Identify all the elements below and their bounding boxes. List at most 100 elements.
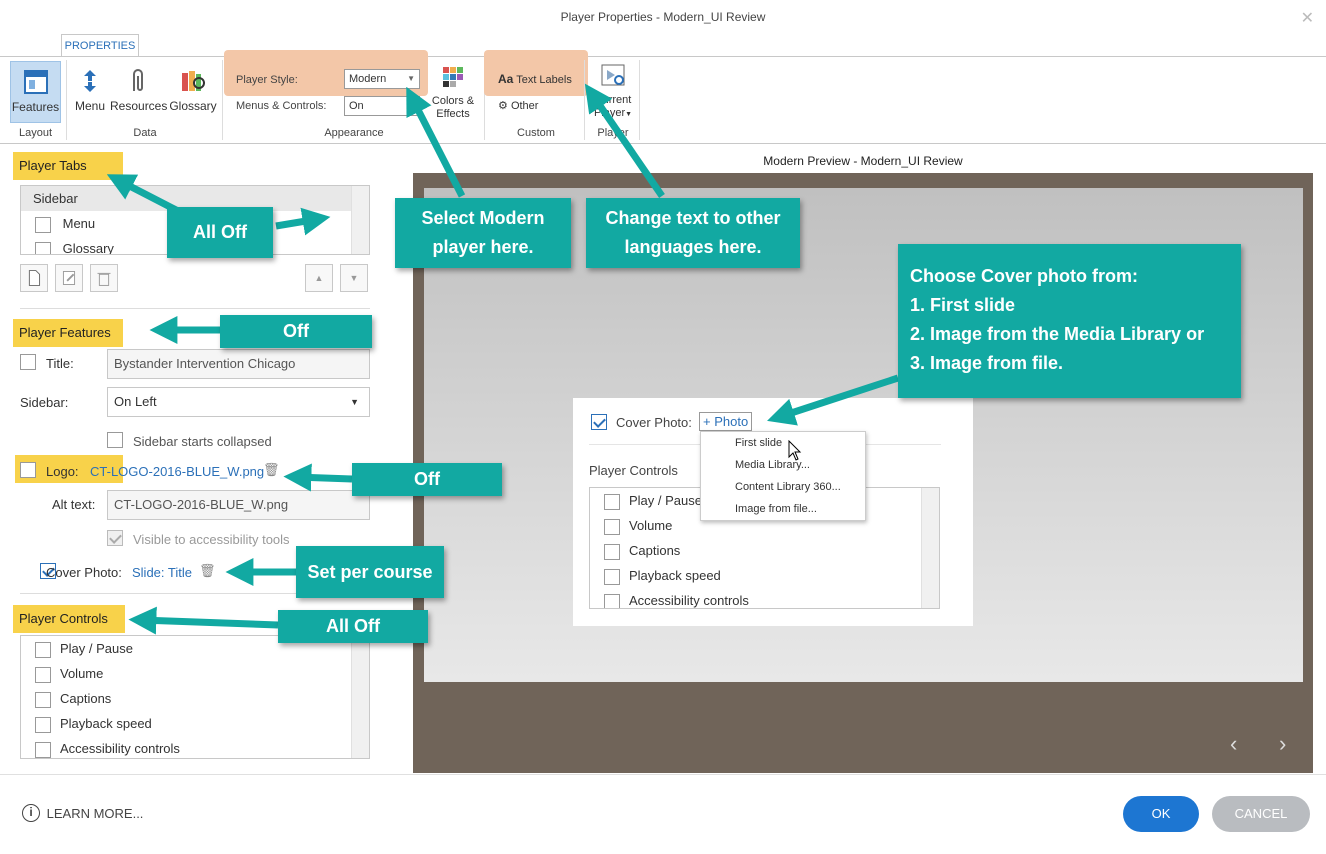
player-tabs-heading: Player Tabs (13, 152, 123, 180)
title-field[interactable]: Bystander Intervention Chicago (107, 349, 370, 379)
group-label-appearance: Appearance (324, 127, 384, 139)
other-button[interactable]: ⚙ Other (498, 99, 538, 112)
menus-controls-select[interactable]: On (344, 96, 420, 116)
sidebar-collapsed-checkbox[interactable] (107, 432, 123, 448)
features-label: Features (11, 100, 60, 114)
list-item[interactable]: Play / Pause (590, 488, 939, 513)
window-title: Player Properties - Modern_UI Review (560, 10, 766, 24)
divider (20, 308, 370, 309)
colors-effects-label: Colors & (431, 95, 475, 107)
list-item[interactable]: Playback speed (21, 711, 369, 736)
ribbon (0, 56, 1326, 144)
title-checkbox[interactable] (20, 354, 36, 370)
callout-cover-line-1: Choose Cover photo from: (910, 266, 1138, 286)
group-label-layout: Layout (18, 127, 53, 139)
close-icon[interactable]: ✕ (1300, 10, 1314, 27)
checkbox[interactable] (35, 741, 51, 758)
list-item[interactable]: Accessibility controls (590, 588, 939, 608)
checkbox[interactable] (35, 716, 51, 733)
features-button[interactable]: Features (10, 61, 61, 123)
list-item[interactable]: Playback speed (590, 563, 939, 588)
colors-effects-button[interactable]: Colors & Effects (428, 63, 478, 125)
tab-properties[interactable]: PROPERTIES (61, 34, 139, 56)
list-item[interactable]: Captions (21, 686, 369, 711)
cancel-button[interactable]: CANCEL (1212, 796, 1310, 832)
player-features-heading: Player Features (13, 319, 123, 347)
checkbox[interactable] (604, 593, 620, 608)
checkbox[interactable] (35, 691, 51, 708)
list-item[interactable]: Play / Pause (21, 636, 369, 661)
list-item[interactable]: Sidebar (21, 186, 369, 211)
chevron-left-icon[interactable]: ‹ (1230, 731, 1238, 756)
list-item[interactable]: Accessibility controls (21, 736, 369, 758)
player-style-value: Modern (349, 73, 387, 85)
menu-item-media-library[interactable]: Media Library... (735, 459, 810, 471)
features-icon (23, 70, 48, 94)
cover-photo-link[interactable]: Slide: Title (132, 565, 192, 580)
triangle-up-icon: ▲ (314, 273, 324, 283)
cover-photo-checkbox[interactable] (591, 414, 607, 430)
resources-button[interactable]: Resources (110, 61, 167, 123)
list-item[interactable]: Volume (21, 661, 369, 686)
menu-label: Menu (74, 99, 106, 113)
window-title-bar: Player Properties - Modern_UI Review (0, 0, 1326, 34)
cover-photo-checkbox[interactable] (39, 563, 56, 579)
edit-tab-button[interactable] (55, 264, 83, 292)
list-item[interactable]: Glossary (21, 236, 369, 254)
list-item[interactable]: Menu (21, 211, 369, 236)
menu-icon (84, 70, 96, 92)
scrollbar[interactable] (921, 488, 939, 608)
menu-item-first-slide[interactable]: First slide (735, 437, 783, 449)
new-page-icon (28, 270, 41, 286)
list-item-label: Playback speed (60, 716, 152, 731)
glossary-button[interactable]: Glossary (168, 61, 218, 123)
checkbox[interactable] (604, 518, 620, 535)
callout-change-text-text: Change text to other languages here. (605, 208, 781, 257)
sidebar-select[interactable]: On Left ▼ (107, 387, 370, 417)
learn-more-link[interactable]: i LEARN MORE... (22, 804, 143, 822)
mouse-cursor-icon (788, 440, 802, 461)
text-labels-button[interactable]: Aa Text Labels (498, 72, 572, 86)
delete-tab-button[interactable] (90, 264, 118, 292)
checkbox[interactable] (604, 568, 620, 585)
new-tab-button[interactable] (20, 264, 48, 292)
checkbox[interactable] (35, 241, 51, 254)
add-photo-link[interactable]: + Photo (699, 412, 753, 431)
callout-all-off-controls: All Off (278, 610, 428, 643)
player-controls-list[interactable]: Play / Pause Volume Captions Playback sp… (20, 635, 370, 759)
visible-accessibility-label: Visible to accessibility tools (133, 532, 290, 547)
scrollbar[interactable] (351, 636, 369, 758)
scrollbar[interactable] (351, 186, 369, 254)
logo-checkbox[interactable] (20, 462, 36, 478)
menu-button[interactable]: Menu (72, 61, 108, 123)
triangle-down-icon: ▼ (349, 273, 359, 283)
text-labels-highlight (484, 50, 588, 96)
logo-file-link[interactable]: CT-LOGO-2016-BLUE_W.png (90, 464, 265, 479)
callout-cover-line-4: 3. Image from file. (910, 353, 1064, 373)
player-style-select[interactable]: Modern ▼ (344, 69, 420, 89)
learn-more-label: LEARN MORE... (46, 805, 144, 821)
checkbox[interactable] (604, 493, 620, 510)
chevron-right-icon[interactable]: › (1279, 731, 1287, 756)
menu-item-content-library[interactable]: Content Library 360... (735, 481, 841, 493)
menus-controls-label: Menus & Controls: (236, 100, 327, 112)
move-up-button[interactable]: ▲ (305, 264, 333, 292)
visible-accessibility-checkbox[interactable] (107, 530, 123, 546)
ok-button[interactable]: OK (1123, 796, 1199, 832)
menu-item-image-from-file[interactable]: Image from file... (735, 503, 817, 515)
group-label-data: Data (133, 127, 157, 139)
trash-icon[interactable]: 🗑 (263, 462, 280, 477)
list-item[interactable]: Volume (590, 513, 939, 538)
checkbox[interactable] (604, 543, 620, 560)
move-down-button[interactable]: ▼ (340, 264, 368, 292)
trash-icon[interactable]: 🗑 (199, 563, 216, 578)
alt-text-field[interactable]: CT-LOGO-2016-BLUE_W.png (107, 490, 370, 520)
info-icon: i (22, 804, 40, 822)
checkbox[interactable] (35, 216, 51, 233)
chevron-down-icon: ▼ (407, 74, 415, 83)
callout-cover-line-2: 1. First slide (910, 295, 1016, 315)
checkbox[interactable] (35, 666, 51, 683)
list-item[interactable]: Captions (590, 538, 939, 563)
checkbox[interactable] (35, 641, 51, 658)
